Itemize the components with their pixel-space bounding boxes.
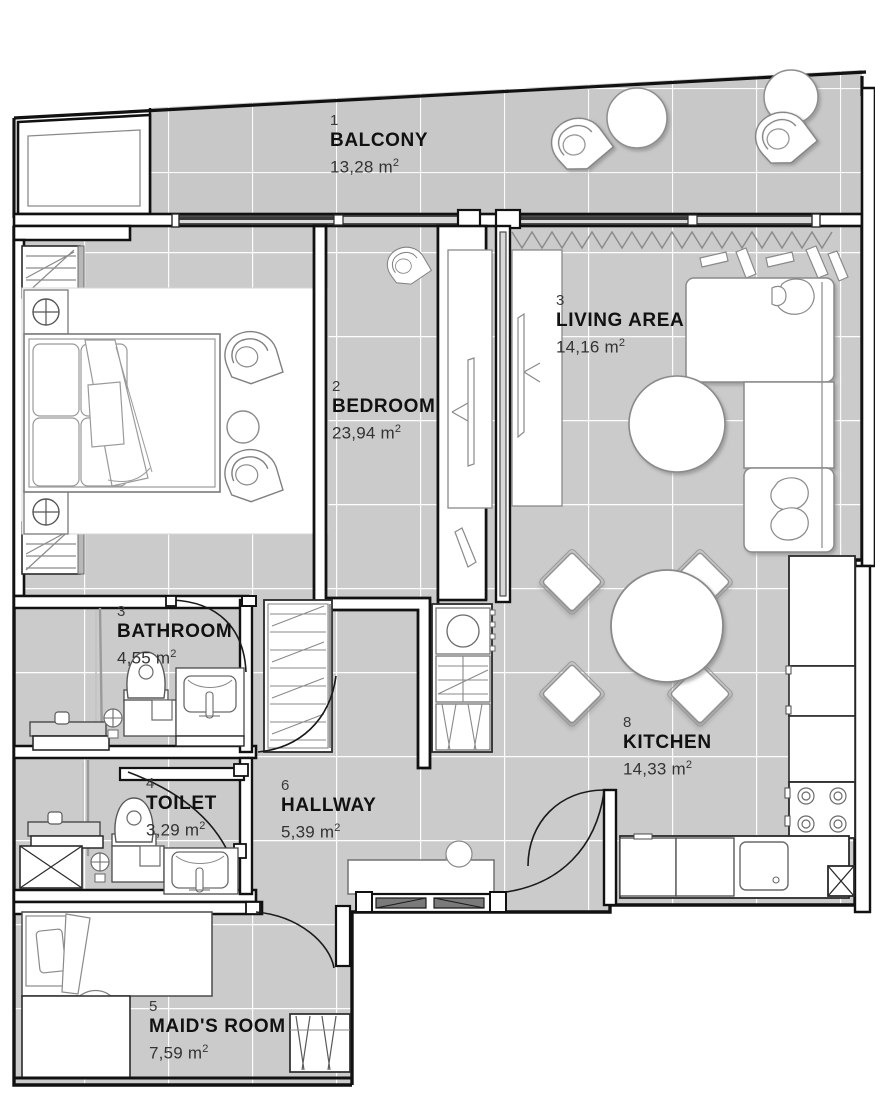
kitchen-door-swing [527,789,605,867]
bedroom-door-swing [257,675,337,753]
entry-door-swing [505,791,605,893]
living-tv-unit [511,249,563,507]
living-sectional-sofa [685,277,835,553]
kitchen-cooktop [784,781,856,839]
kitchen-bottom-counter [619,833,850,899]
toilet-fixtures [19,760,239,895]
toilet-walls [12,756,258,904]
washing-machine-drum [446,614,480,648]
nightstand-lower [23,489,69,535]
bedroom-side-table [226,410,260,444]
living-wall-slats [699,245,849,282]
kitchen-left-wall [602,788,618,907]
maids-bed [21,911,213,997]
maids-wardrobe [289,1013,351,1073]
entry-door [355,891,507,914]
maids-door-swing [255,911,335,969]
bedroom-wardrobe [447,249,493,568]
nightstand-upper [23,289,69,335]
right-exterior-wall [853,86,875,914]
double-bed [23,333,221,493]
bathroom-fixtures [29,607,245,751]
balcony-recess [16,113,152,216]
living-curtain [511,230,833,250]
living-coffee-table [628,375,726,473]
kitchen-sink [739,841,789,891]
hallway-laundry [431,603,496,753]
dining-table [610,569,724,683]
entry-console [347,840,495,895]
kitchen-counters [785,555,856,783]
bathroom-door-jamb [165,595,177,607]
kitchen-floor-drain [827,865,855,897]
living-cushions [770,278,815,541]
bathroom-door-swing [171,599,247,673]
living-partition [494,224,512,604]
maids-room-walls [12,900,352,968]
toilet-door-swing [127,771,231,857]
balcony-furniture [546,69,822,176]
hallway-wardrobe [263,599,333,753]
maids-floor-panel [21,995,131,1079]
